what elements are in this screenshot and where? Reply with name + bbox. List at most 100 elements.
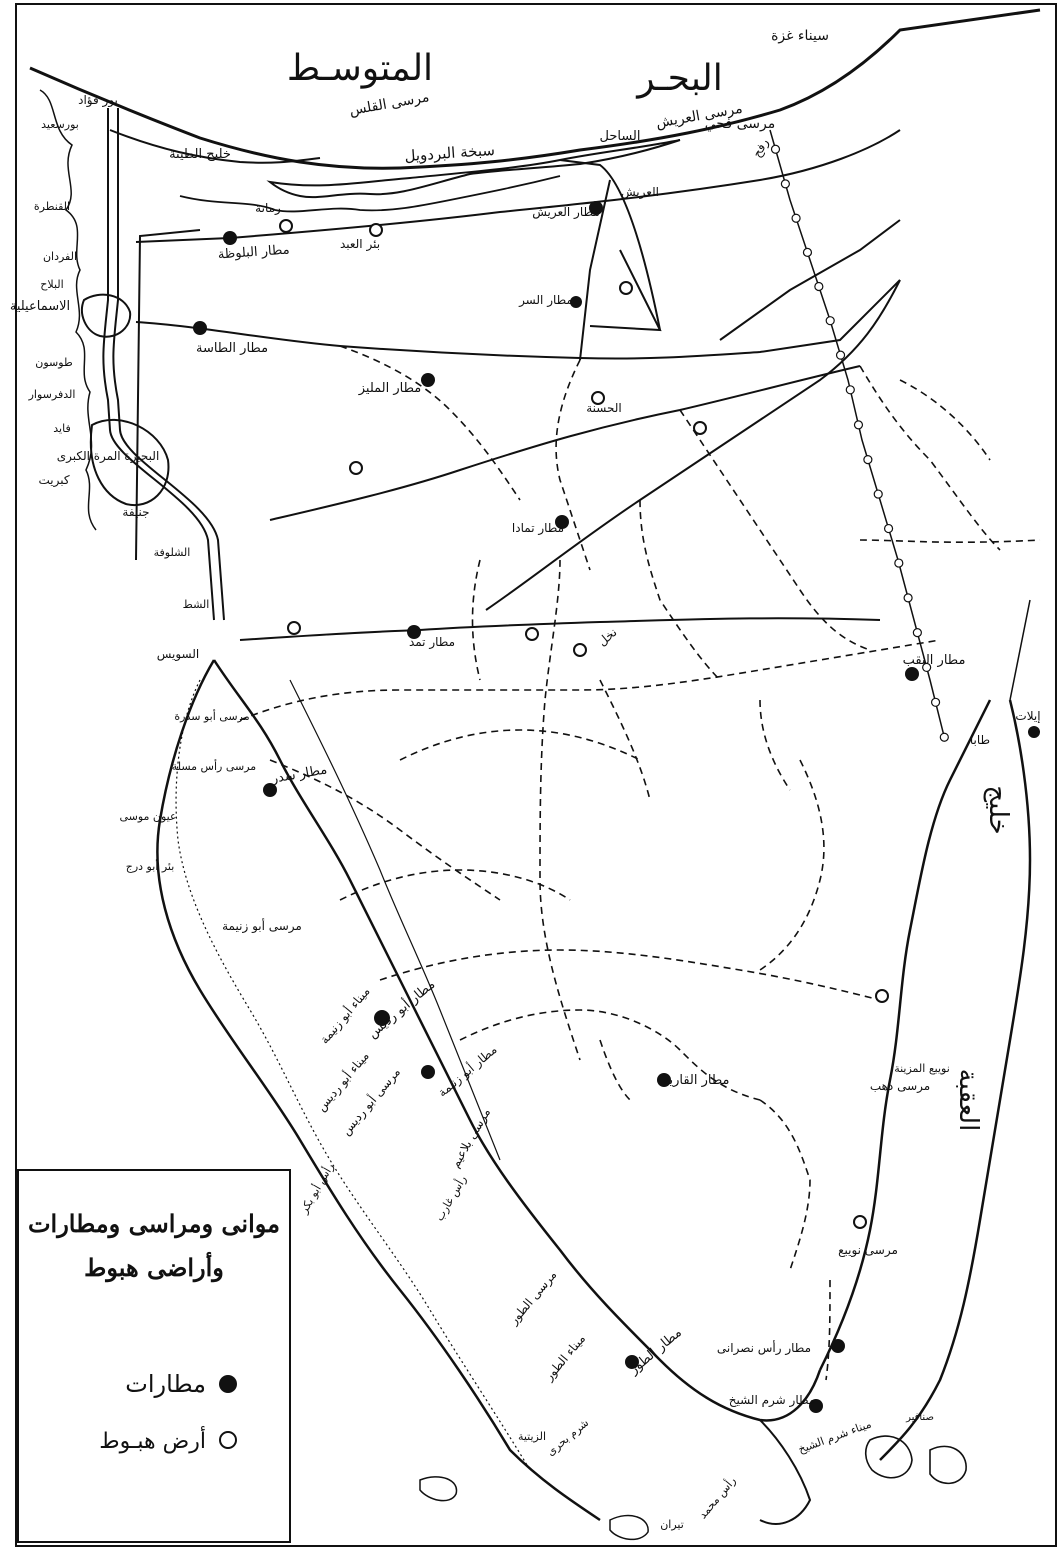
label-hasna: الحسنة: [586, 401, 622, 415]
label-ballah: البلاح: [40, 278, 63, 291]
label-port-abu-zenima: ميناء أبو زنيمة: [316, 984, 373, 1048]
aqaba-gulf-word1: خليج: [983, 785, 1013, 834]
label-ismailia: الاسماعيلية: [10, 299, 70, 314]
border-tick: [903, 593, 913, 603]
gulf-of-suez-west-coast: [156, 659, 601, 1522]
airport-maliz: [421, 373, 435, 387]
legend-title-line1: موانى ومراسى ومطارات: [28, 1209, 280, 1239]
border-tick: [912, 628, 922, 638]
map-frame: [15, 3, 1057, 1547]
canal-west-shore: [39, 89, 97, 531]
label-tasa-airport: مطار الطاسة: [196, 341, 268, 356]
label-sanafir: صنافير: [905, 1412, 934, 1423]
label-suez: السويس: [157, 647, 200, 662]
sea-name-right: البحـر: [635, 58, 722, 99]
label-ras-gharib: رأس غارب: [432, 1173, 469, 1223]
label-tina-bay: خليج الطينة: [169, 147, 231, 162]
label-marsa-abu-zenima: مرسى أبو زنيمة: [222, 918, 302, 934]
main-roads: [135, 129, 901, 641]
label-marsa-sudr: مرسى أبو سدرة: [174, 709, 249, 723]
label-sinai-ghaza: سيناء غزة: [771, 28, 829, 44]
legend-airports-label: مطارات: [125, 1370, 206, 1398]
border-tick: [835, 350, 846, 360]
label-ras-muhammad: رأس محمد: [695, 1474, 738, 1522]
label-zeitiya: الزيتية: [518, 1430, 546, 1443]
label-qantara: القنطرة: [34, 200, 70, 213]
bardawil-inner-shore: [179, 175, 561, 213]
suez-canal-west-bank: [102, 108, 215, 621]
border-tick: [814, 281, 824, 292]
label-shatt: الشط: [183, 598, 210, 611]
eastern-border-line: [769, 129, 946, 741]
airport-sudr: [263, 783, 277, 797]
label-arish-airport: مطار العريش: [532, 205, 600, 220]
airport-arish: [589, 201, 603, 215]
label-marsa-belayim: مرسى بلاعيم: [448, 1106, 494, 1171]
label-sudr-airport: مطار سدر: [270, 762, 329, 787]
label-port-said: بورسعيد: [41, 118, 79, 131]
border-tick: [802, 247, 813, 257]
airport-eilat: [1028, 726, 1040, 738]
border-tick: [939, 732, 949, 742]
suez-canal-east-bank: [112, 108, 225, 621]
legend-airport-symbol: [219, 1375, 237, 1393]
legend: موانى ومراسى ومطارات وأراضى هبوط مطارات …: [17, 1169, 291, 1543]
gulf-of-aqaba-west: [818, 699, 992, 1371]
mediterranean-coastline: [29, 8, 1041, 170]
gulf-of-aqaba-east: [879, 699, 1032, 1461]
label-sirr-airport: مطار السر: [518, 293, 573, 308]
label-firdan: الفردان: [43, 250, 77, 263]
label-marsa-qals: مرسى القلس: [348, 89, 430, 119]
border-tick: [883, 523, 894, 534]
border-tick: [770, 144, 781, 154]
label-geneifa: جنيفة: [122, 505, 149, 519]
border-ticks: [770, 144, 949, 742]
airport-ras-nasrani: [831, 1339, 845, 1353]
label-arish-town: العريش: [621, 185, 659, 200]
sinai-west-inner: [289, 679, 501, 1161]
airport-sharm: [809, 1399, 823, 1413]
landing-ground-markers: [279, 219, 889, 1229]
legend-title-line2: وأراضى هبوط: [84, 1250, 224, 1283]
label-marsa-dahab: مرسى دهب: [870, 1079, 930, 1094]
label-marsa-nuweiba: مرسى نويبع: [838, 1243, 898, 1258]
sinai-west-coast: [212, 659, 822, 1422]
airport-bilawza: [223, 231, 237, 245]
label-sahil: الساحل: [599, 129, 640, 144]
label-rumana: رمانة: [255, 201, 281, 216]
label-marsa-ras-misalla: مرسى رأس مسلة: [172, 759, 256, 773]
tiran-island: [864, 1435, 913, 1479]
border-tick: [873, 489, 883, 499]
airport-tasa: [193, 321, 207, 335]
airport-markers: [193, 201, 1040, 1413]
sea-name-left: المتوسـط: [287, 48, 433, 89]
label-great-bitter: البحيرة المرة الكبرى: [57, 449, 160, 464]
border-tick: [845, 385, 855, 395]
sanafir-island: [929, 1445, 967, 1485]
label-tusun: طوسون: [35, 356, 73, 369]
bardawil-lagoon: [266, 139, 681, 199]
sinai-southern-tip: [759, 1419, 812, 1525]
airport-sirr: [570, 296, 582, 308]
label-rafah: رفح: [750, 136, 773, 160]
label-ayun-musa: عيون موسى: [119, 810, 176, 823]
label-sharm-sheikh-port: ميناء شرم الشيخ: [796, 1417, 873, 1456]
airport-abu-rudeis: [421, 1065, 435, 1079]
label-naqb-airport: مطار النقب: [903, 653, 966, 668]
label-maliz-airport: مطار المليز: [358, 381, 422, 396]
legend-landing-symbol: [219, 1431, 237, 1449]
label-ras-nasrani-airport: مطار رأس نصرانى: [717, 1340, 811, 1356]
border-tick: [863, 454, 873, 465]
border-tick: [780, 179, 790, 189]
label-deversoir: الدفرسوار: [28, 388, 76, 401]
border-tick: [922, 662, 932, 673]
label-tiran: تيران: [660, 1518, 684, 1531]
aqaba-gulf-word2: العقبة: [953, 1069, 983, 1132]
label-nuweiba: نويبع المزينة: [894, 1062, 950, 1075]
legend-box: [17, 1169, 291, 1543]
airport-thamad: [407, 625, 421, 639]
label-tmada-airport: مطار تمادا: [512, 521, 564, 536]
eastern-frontier-line: [1009, 599, 1031, 701]
